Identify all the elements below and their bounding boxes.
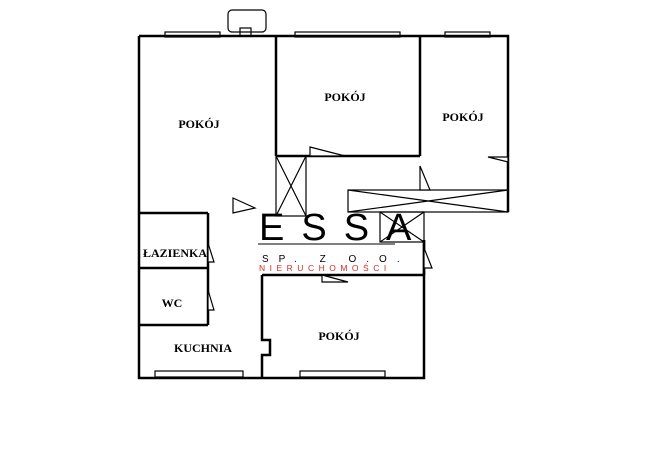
essa-watermark: ESSA SP. Z O.O. NIERUCHOMOŚCI: [258, 207, 428, 273]
outer-walls: [137, 34, 510, 380]
watermark-company-form: SP. Z O.O.: [262, 254, 410, 265]
room-label-pokoj-bottom: POKÓJ: [318, 329, 359, 343]
windows-bottom: [154, 370, 386, 378]
watermark-brand: ESSA: [259, 207, 428, 249]
chimney-vent: [227, 9, 267, 37]
room-label-wc: WC: [162, 296, 183, 310]
room-label-lazienka: ŁAZIENKA: [143, 246, 207, 260]
room-label-pokoj-top-left: POKÓJ: [178, 117, 219, 131]
interior-walls: [139, 36, 426, 378]
room-label-pokoj-top-right: POKÓJ: [442, 110, 483, 124]
room-label-pokoj-top-middle: POKÓJ: [324, 90, 365, 104]
room-label-kuchnia: KUCHNIA: [174, 341, 232, 355]
closet-left: [275, 155, 307, 217]
closet-entry: [379, 211, 425, 243]
door-swings: [207, 146, 509, 311]
watermark-tagline: NIERUCHOMOŚCI: [259, 262, 391, 273]
